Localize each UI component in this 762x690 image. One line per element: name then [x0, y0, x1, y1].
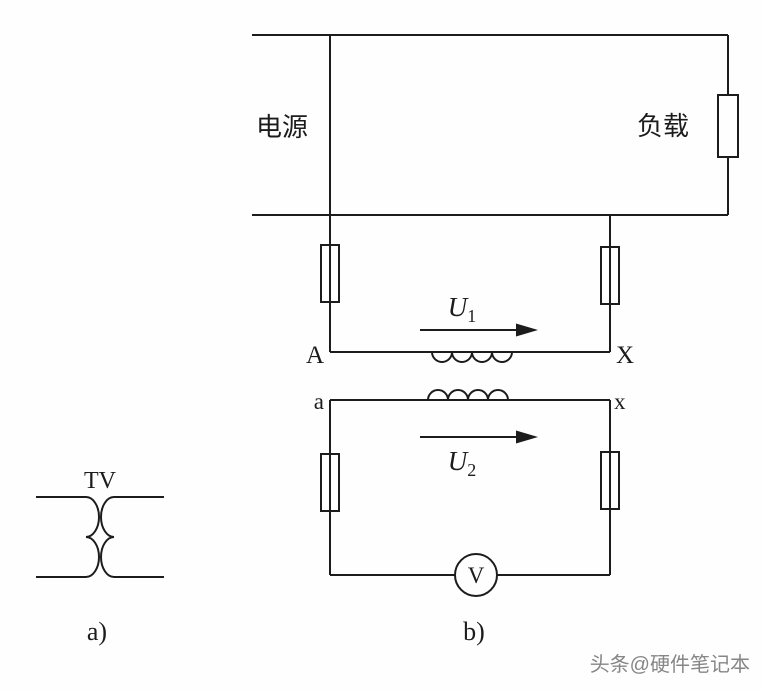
- fuse-primary-right-icon: [600, 246, 620, 305]
- u2-label-subscript: 2: [467, 460, 476, 480]
- watermark-text: 头条@硬件笔记本: [590, 653, 750, 676]
- u1-label-main: U: [448, 292, 469, 322]
- terminal-X-label: X: [616, 342, 634, 369]
- u1-label-subscript: 1: [467, 306, 476, 326]
- u2-arrow-head-icon: [516, 430, 538, 444]
- terminal-A-label: A: [306, 342, 324, 369]
- load-resistor-icon: [717, 94, 739, 158]
- secondary-coil-icon: [427, 389, 509, 401]
- fuse-secondary-right-icon: [600, 451, 620, 510]
- u1-label: U1: [448, 292, 477, 326]
- terminal-x-label: x: [614, 389, 626, 414]
- primary-coil-icon: [431, 351, 513, 363]
- tv-right-winding-icon: [100, 496, 164, 578]
- load-label: 负载: [637, 112, 689, 141]
- fuse-secondary-left-icon: [320, 453, 340, 512]
- panel-b: V 电源 负载 A X a x U1 U2 b): [252, 34, 739, 646]
- tv-label: TV: [84, 468, 117, 494]
- tv-left-winding-icon: [36, 496, 100, 578]
- u2-label-main: U: [448, 446, 469, 476]
- panel-a: TV a): [36, 468, 164, 646]
- fuse-primary-left-icon: [320, 244, 340, 303]
- voltmeter-label: V: [468, 563, 485, 588]
- caption-a: a): [87, 617, 107, 646]
- u1-arrow-head-icon: [516, 323, 538, 337]
- terminal-a-label: a: [314, 389, 324, 414]
- caption-b: b): [463, 617, 485, 646]
- source-label: 电源: [256, 113, 308, 142]
- u2-label: U2: [448, 446, 477, 480]
- voltmeter-icon: [454, 553, 498, 597]
